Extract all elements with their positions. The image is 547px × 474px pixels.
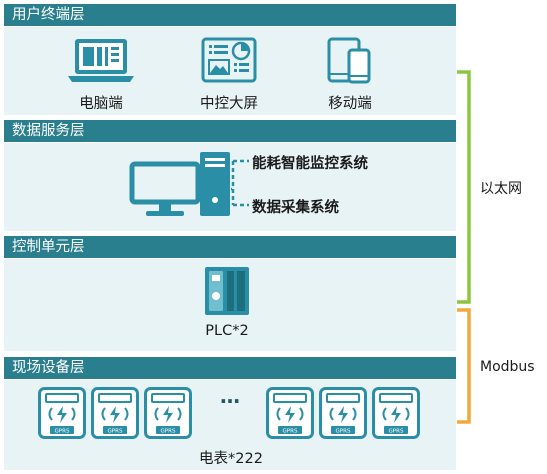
gprs-badge: GPRS xyxy=(55,429,70,435)
layer-header-field-device: 现场设备层 xyxy=(4,357,456,379)
mobile-devices-icon xyxy=(327,37,371,84)
plc-label: PLC*2 xyxy=(205,323,249,339)
laptop-icon xyxy=(68,39,134,82)
plc-icon xyxy=(205,267,249,315)
gprs-badge: GPRS xyxy=(161,429,176,435)
electric-meter-icon: GPRS xyxy=(319,387,367,439)
meter-label: 电表*222 xyxy=(199,451,263,467)
gprs-badge: GPRS xyxy=(283,429,298,435)
ethernet-bracket xyxy=(457,70,471,304)
electric-meter-icon: GPRS xyxy=(144,387,192,439)
electric-meter-icon: GPRS xyxy=(38,387,86,439)
layer-header-data-service: 数据服务层 xyxy=(4,120,456,142)
electric-meter-icon: GPRS xyxy=(372,387,420,439)
item-label-pc: 电脑端 xyxy=(79,96,123,112)
modbus-label: Modbus xyxy=(480,359,535,375)
item-label-central-screen: 中控大屏 xyxy=(200,96,258,112)
system-label-data-acquisition: 数据采集系统 xyxy=(252,200,339,216)
item-label-mobile: 移动端 xyxy=(328,96,372,112)
dashboard-screen-icon xyxy=(201,37,257,83)
gprs-badge: GPRS xyxy=(336,429,351,435)
gprs-badge: GPRS xyxy=(389,429,404,435)
layer-header-control-unit: 控制单元层 xyxy=(4,236,456,258)
desktop-computer-icon xyxy=(129,152,230,216)
system-connector xyxy=(217,159,249,207)
electric-meter-icon: GPRS xyxy=(91,387,139,439)
meter-ellipsis: … xyxy=(220,384,240,408)
electric-meter-icon: GPRS xyxy=(266,387,314,439)
layer-header-user-terminal: 用户终端层 xyxy=(4,4,456,26)
gprs-badge: GPRS xyxy=(108,429,123,435)
ethernet-label: 以太网 xyxy=(480,181,522,197)
system-label-energy-monitoring: 能耗智能监控系统 xyxy=(252,156,368,172)
modbus-bracket xyxy=(457,308,471,424)
